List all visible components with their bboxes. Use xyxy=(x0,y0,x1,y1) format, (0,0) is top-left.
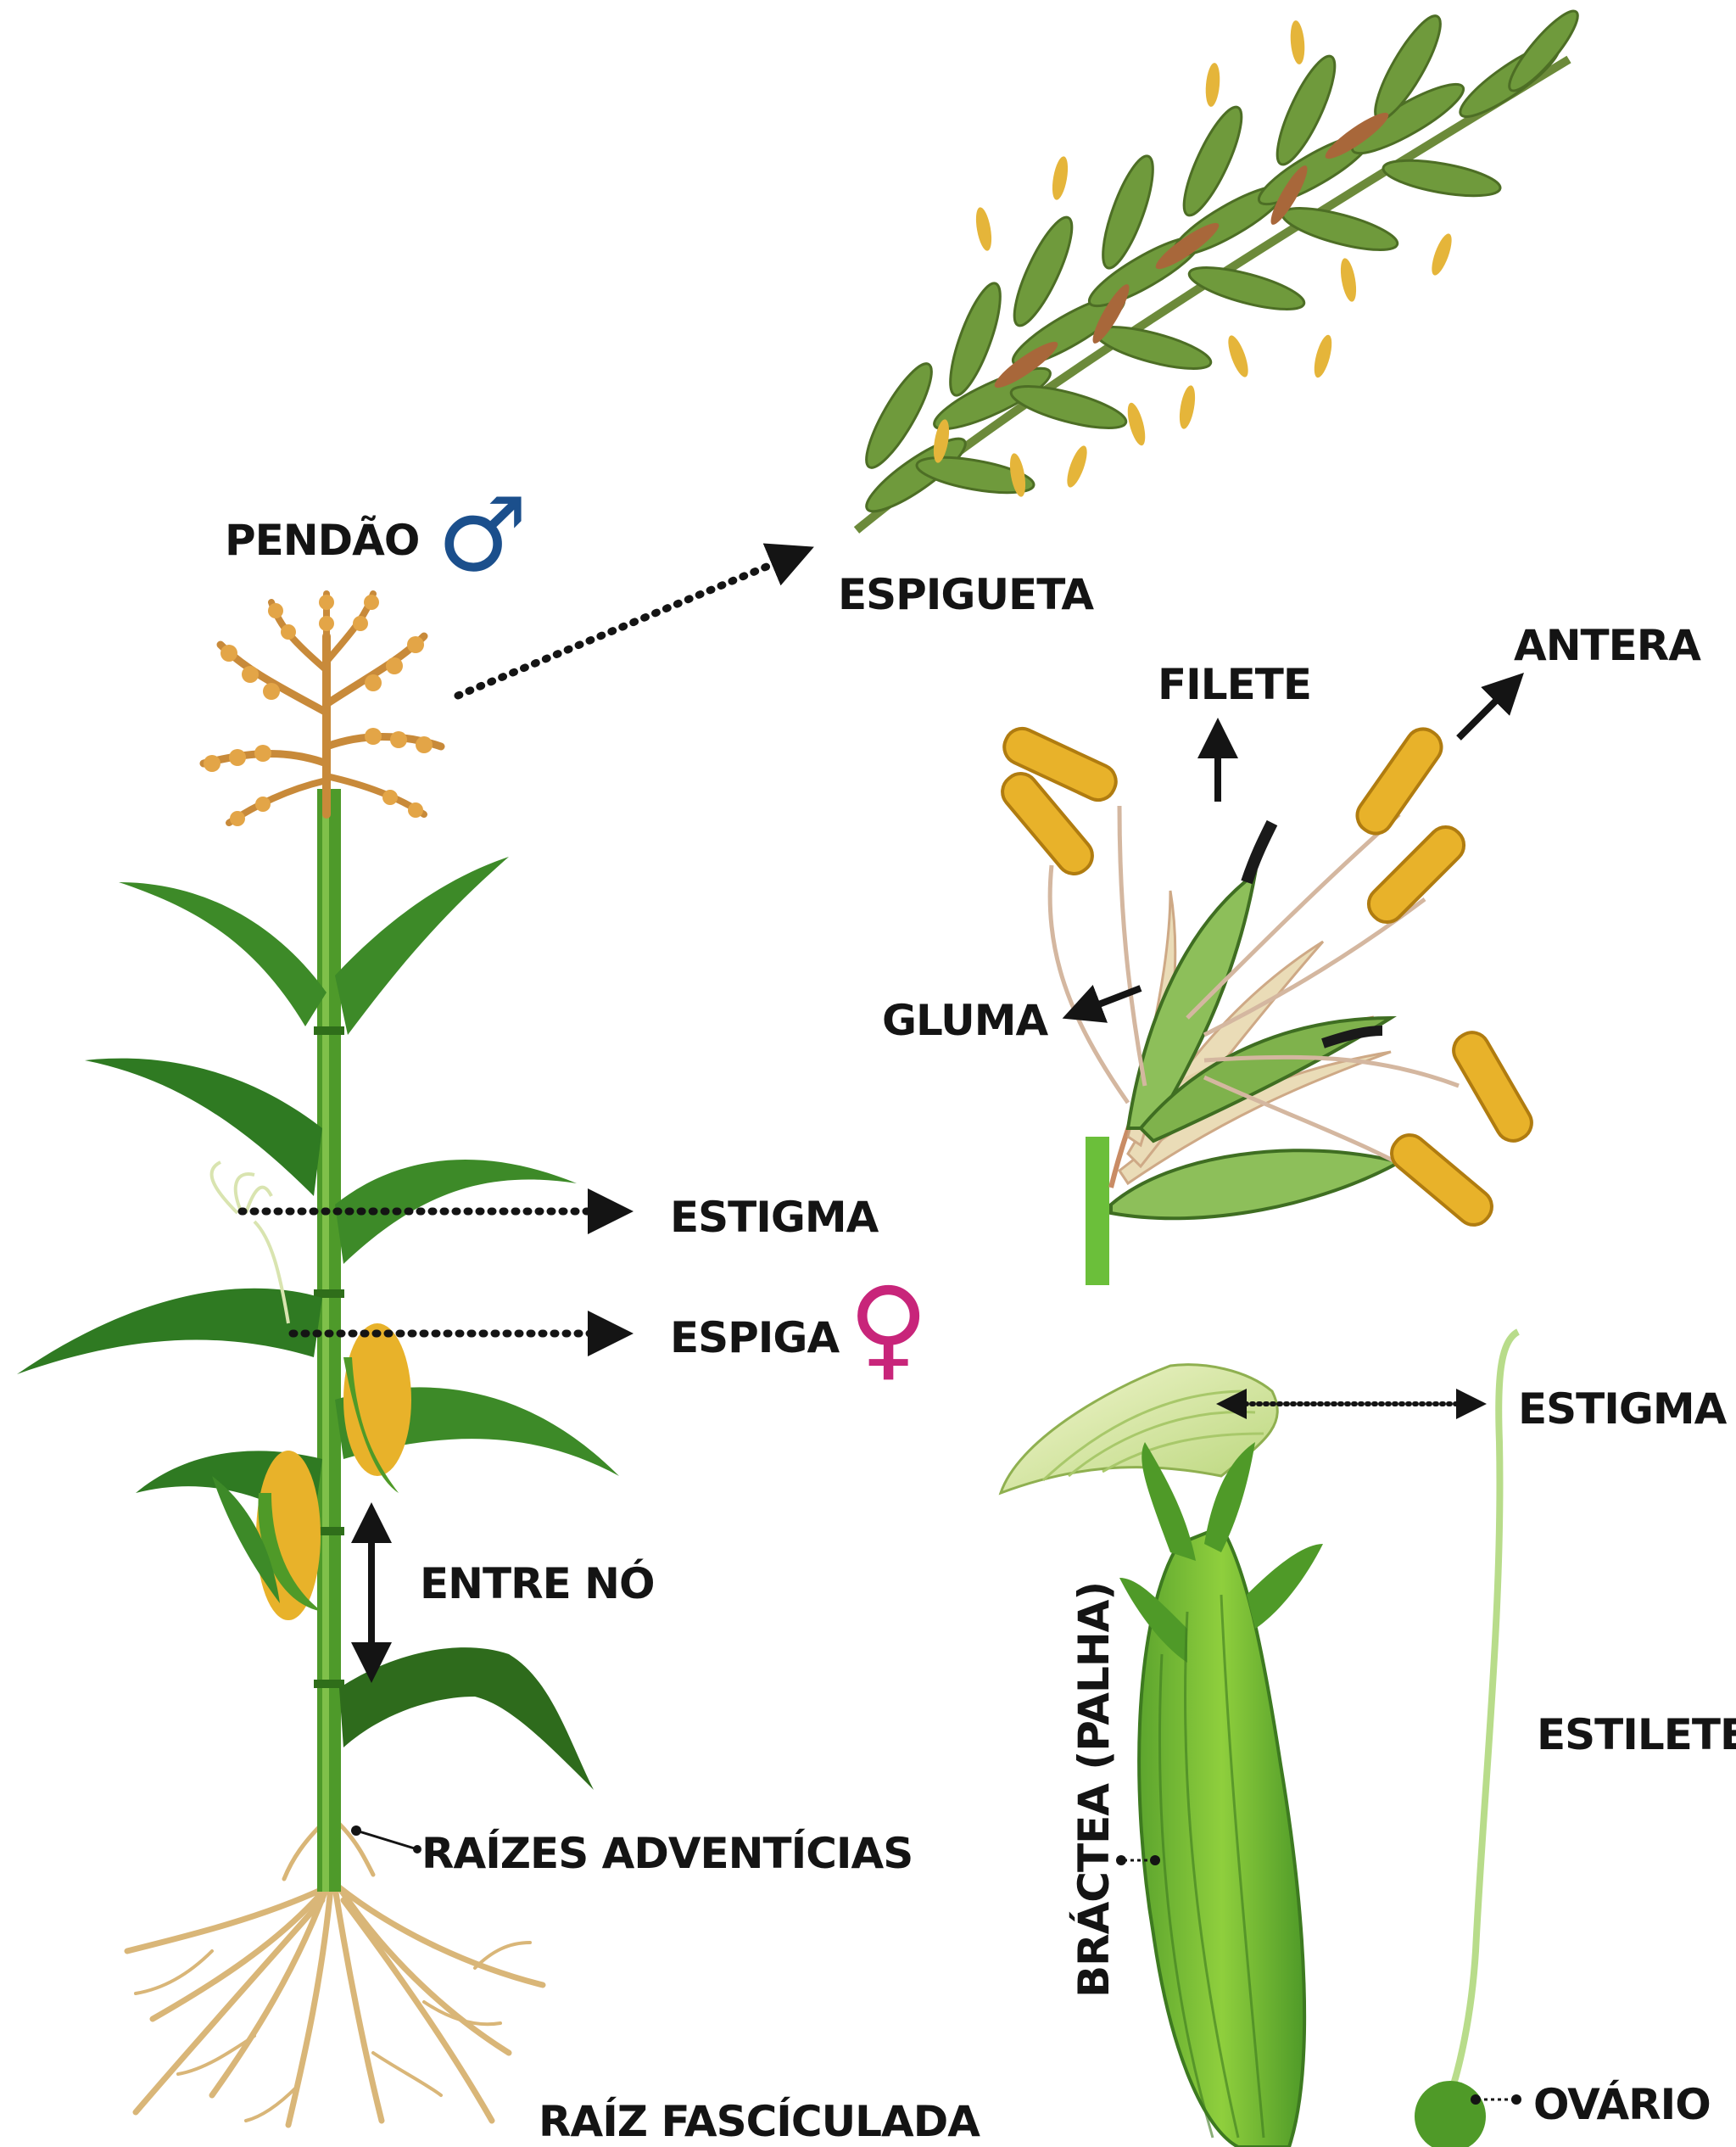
female-symbol: ♀ xyxy=(848,1272,929,1383)
label-entre-no: ENTRE NÓ xyxy=(420,1563,655,1605)
label-pendao: PENDÃO xyxy=(225,519,419,562)
espigueta-illustration xyxy=(856,3,1586,530)
label-raizes-adventicias: RAÍZES ADVENTÍCIAS xyxy=(421,1832,913,1875)
label-espiga: ESPIGA xyxy=(670,1317,839,1359)
label-estigma-detail: ESTIGMA xyxy=(1518,1388,1726,1430)
ear-upper xyxy=(343,1323,411,1493)
label-estilete: ESTILETE xyxy=(1537,1714,1736,1756)
male-flower-illustration xyxy=(996,723,1538,1285)
ovary-shape xyxy=(1415,2081,1486,2147)
label-antera: ANTERA xyxy=(1514,624,1700,667)
label-bractea: BRÁCTEA (PALHA) xyxy=(1073,1582,1115,1998)
label-filete: FILETE xyxy=(1158,663,1311,706)
male-symbol: ♂ xyxy=(437,485,528,587)
label-raiz-fasciculada: RAÍZ FASCÍCULADA xyxy=(539,2100,980,2143)
label-ovario: OVÁRIO xyxy=(1533,2083,1711,2126)
label-gluma: GLUMA xyxy=(882,999,1047,1042)
label-espigueta: ESPIGUETA xyxy=(838,573,1093,616)
label-estigma-plant: ESTIGMA xyxy=(670,1196,878,1238)
